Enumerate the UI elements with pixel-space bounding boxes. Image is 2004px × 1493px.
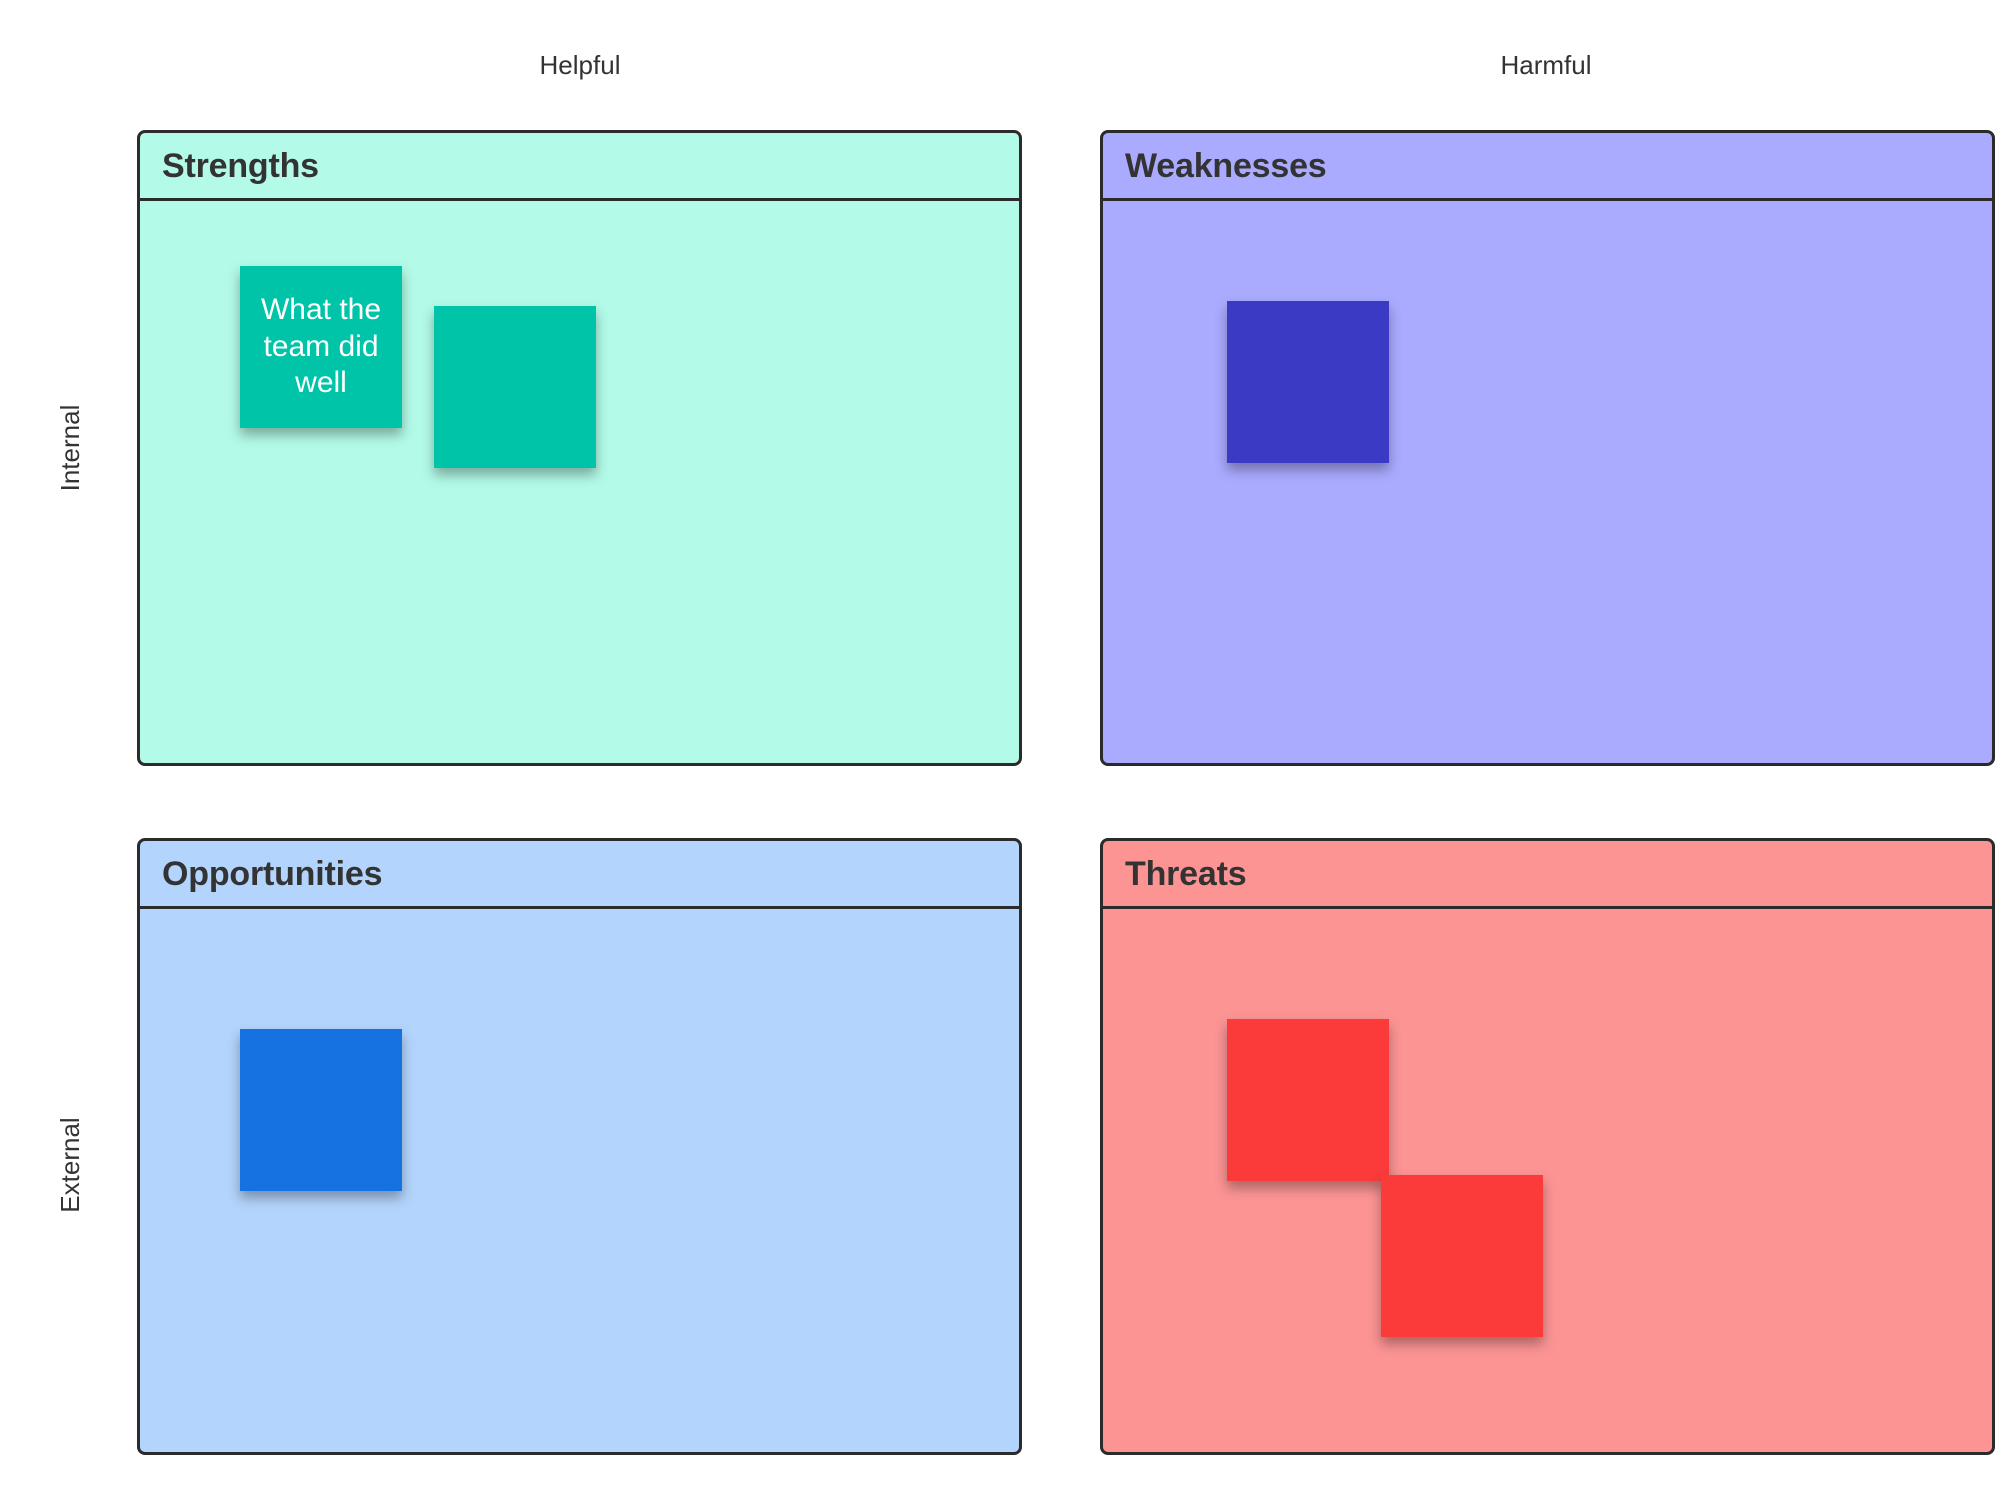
quadrant-title-strengths: Strengths (162, 146, 319, 185)
quadrant-title-weaknesses: Weaknesses (1125, 146, 1327, 185)
sticky-note[interactable] (1227, 1019, 1389, 1181)
quadrant-body-strengths[interactable]: What the team did well (140, 201, 1019, 763)
quadrant-opportunities[interactable]: Opportunities (137, 838, 1022, 1455)
quadrant-header-weaknesses: Weaknesses (1103, 133, 1992, 201)
quadrant-body-weaknesses[interactable] (1103, 201, 1992, 763)
quadrant-title-opportunities: Opportunities (162, 854, 383, 893)
sticky-note-text: What the team did well (260, 293, 382, 400)
quadrant-weaknesses[interactable]: Weaknesses (1100, 130, 1995, 766)
quadrant-header-strengths: Strengths (140, 133, 1019, 201)
axis-label-helpful: Helpful (539, 50, 621, 80)
sticky-note[interactable] (1227, 301, 1389, 463)
quadrant-body-threats[interactable] (1103, 909, 1992, 1452)
quadrant-body-opportunities[interactable] (140, 909, 1019, 1452)
quadrant-title-threats: Threats (1125, 854, 1247, 893)
sticky-note[interactable] (240, 1029, 402, 1191)
axis-label-external: External (55, 1117, 85, 1213)
quadrant-header-threats: Threats (1103, 841, 1992, 909)
quadrant-threats[interactable]: Threats (1100, 838, 1995, 1455)
axis-label-harmful: Harmful (1500, 50, 1592, 80)
sticky-note[interactable]: What the team did well (240, 266, 402, 428)
quadrant-header-opportunities: Opportunities (140, 841, 1019, 909)
quadrant-strengths[interactable]: Strengths What the team did well (137, 130, 1022, 766)
axis-label-internal: Internal (55, 404, 85, 492)
sticky-note[interactable] (434, 306, 596, 468)
sticky-note[interactable] (1381, 1175, 1543, 1337)
